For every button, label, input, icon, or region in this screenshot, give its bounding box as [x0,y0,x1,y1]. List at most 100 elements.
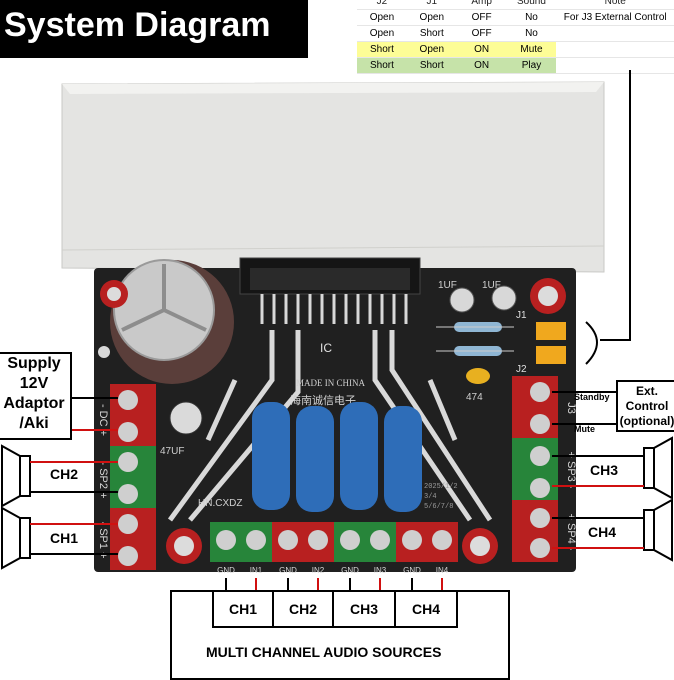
speaker-label-ch1: CH1 [50,530,79,546]
source-ch3: CH3 [332,590,396,628]
terminal-screw [530,478,550,498]
board-model: HN.CXDZ [198,498,242,509]
terminal-screw [118,422,138,442]
jumper-j1 [536,322,566,340]
speaker-ch2 [1,444,118,508]
truth-table-header: J2 J1 Amp Sound Note [357,0,674,10]
speaker-magnet [643,447,655,489]
supply-line-2: 12V [19,375,49,392]
terminal-screw [118,484,138,504]
ic-chip-face [250,268,410,290]
header-amp: Amp [456,0,507,10]
pin-label: IN4 [436,566,449,575]
table-cell: Open [357,9,407,26]
chip-text: 2025/1/2 [424,483,458,491]
dc-label: - DC + [97,404,109,436]
terminal-screw [246,530,266,550]
small-capacitor [491,285,517,311]
pin-label: IN3 [374,566,387,575]
table-row: Open Open OFF No For J3 External Control [357,9,674,26]
supply-box: Supply 12V Adaptor /Aki [0,352,72,440]
header-j2: J2 [357,0,407,10]
terminal-screw [340,530,360,550]
standby-label: Standby [574,392,610,402]
ext-control-line-3: (optional) [619,414,674,428]
table-cell: No [506,9,557,26]
terminal-screw [118,452,138,472]
mounting-hole-center [174,536,194,556]
table-cell: Open [357,25,407,42]
table-cell: ON [456,57,507,74]
pin-label: GND [217,566,235,575]
pin-label: IN1 [250,566,263,575]
source-ch4-label: CH4 [411,601,440,617]
made-in-china: MADE IN CHINA [296,378,365,388]
film-capacitors [252,402,422,512]
table-cell: Short [357,57,407,74]
table-cell: Short [406,57,457,74]
supply-line-3: Adaptor [3,395,65,412]
pcb-pad [98,346,110,358]
speaker-ch4 [552,498,673,562]
ceramic-capacitor [466,368,490,384]
cap-47uf-label: 47UF [160,446,184,457]
pin-label: GND [341,566,359,575]
header-note: Note [556,0,674,10]
table-cell: Play [506,57,557,74]
right-terminal-block [512,376,558,562]
cap-label: 1UF [482,280,501,291]
sp4-label: + SP4 - [565,514,577,551]
table-cell: OFF [456,9,507,26]
pcb-traces [167,330,493,522]
ext-control-line [600,70,631,341]
source-ch1: CH1 [212,590,274,628]
terminal-screw [370,530,390,550]
film-capacitor [384,406,422,512]
table-cell: Short [406,25,457,42]
speaker-label-ch4: CH4 [588,524,617,540]
table-cell [556,57,674,74]
source-ch1-label: CH1 [228,601,257,617]
speaker-magnet [19,517,31,559]
table-cell: Open [406,41,457,58]
speaker-label-ch2: CH2 [50,466,79,482]
j2-label: J2 [516,364,527,375]
mounting-hole-center [107,287,121,301]
title-banner: System Diagram [0,0,308,58]
header-j1: J1 [406,0,457,10]
pin-label: GND [403,566,421,575]
small-capacitor [449,287,475,313]
mounting-hole-center [538,286,558,306]
terminal-screw [308,530,328,550]
heatsink-top-edge [62,82,604,94]
page-title: System Diagram [4,6,271,44]
terminal-screw [278,530,298,550]
speaker-magnet [643,509,655,551]
speaker-ch3 [552,436,673,500]
jumper-bracket [585,321,598,365]
terminal-screw [432,530,452,550]
maker-name: 海南诚信电子 [290,393,356,407]
ic-pins [260,294,408,324]
capacitor-47uf [169,401,203,435]
speaker-cone [653,498,673,562]
code-474: 474 [466,392,483,403]
input-pin-labels: GND IN1 GND IN2 GND IN3 GND IN4 [217,566,449,575]
table-cell: ON [456,41,507,58]
terminal-screw [530,382,550,402]
sp3-label: + SP3 - [565,452,577,489]
table-cell: Mute [506,41,557,58]
terminal-screw [402,530,422,550]
j3-label: J3 [565,402,577,414]
input-terminal-block [210,522,458,562]
speaker-label-ch3: CH3 [590,462,619,478]
source-ch4: CH4 [394,590,458,628]
terminal-screw [118,390,138,410]
terminal-screw [530,414,550,434]
left-terminal-block [110,384,156,570]
source-ch3-label: CH3 [349,601,378,617]
mounting-hole-center [470,536,490,556]
speaker-cone [1,444,21,508]
speaker-cone [653,436,673,500]
heatsink [61,81,605,273]
